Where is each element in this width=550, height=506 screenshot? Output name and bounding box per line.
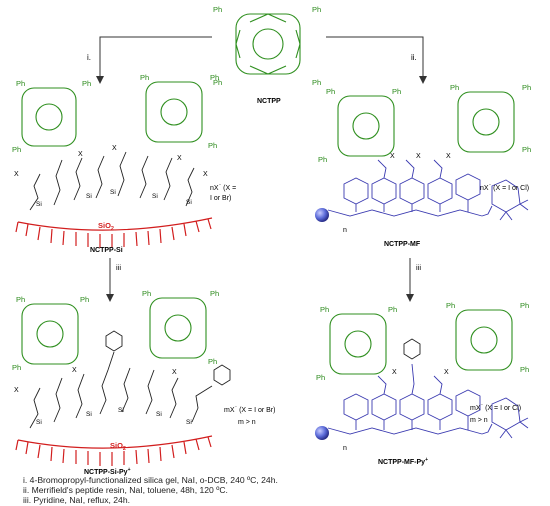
nctpp-mf-py-counterion: mX⁻ (X = I or Cl) [470, 403, 521, 412]
ph-label: Ph [318, 155, 327, 164]
si-label: Si [156, 411, 162, 418]
arrow-step-ii [326, 36, 427, 84]
nctpp-si-counterion-line2: I or Br) [210, 195, 231, 202]
x-label: X [446, 153, 451, 160]
ph-label: Ph [213, 78, 222, 87]
porphyrin-unit: Ph Ph Ph [446, 301, 529, 374]
footnote-step-i: i. 4-Bromopropyl-functionalized silica g… [23, 475, 278, 485]
ph-label: Ph [312, 78, 321, 87]
step-iii-left-label: iii [116, 263, 121, 272]
x-label: X [416, 153, 421, 160]
nctpp-si-counterion: nX⁻ (X = [210, 183, 236, 192]
panel-nctpp-si: Ph Ph Ph Ph Ph Ph X X X X X SiO2 Si Si S… [12, 73, 219, 248]
repeat-index-n: n [343, 227, 347, 234]
ph-label: Ph [520, 365, 529, 374]
porphyrin-nctpp: Ph Ph Ph Ph [213, 5, 321, 87]
x-label: X [177, 155, 182, 162]
x-label: X [14, 387, 19, 394]
arrow-step-i [96, 36, 212, 84]
ph-label: Ph [312, 5, 321, 14]
x-label: X [390, 153, 395, 160]
ph-label: Ph [522, 83, 531, 92]
ph-label: Ph [16, 295, 25, 304]
porphyrin-unit: Ph Ph Ph [12, 295, 89, 372]
x-label: X [14, 171, 19, 178]
panel-nctpp-mf: Ph Ph Ph Ph Ph Ph X X X n [315, 83, 531, 234]
ph-label: Ph [140, 73, 149, 82]
si-label: Si [36, 201, 42, 208]
porphyrin-unit: Ph Ph Ph [142, 289, 219, 366]
ph-label: Ph [450, 83, 459, 92]
nctpp-mf-py-label: NCTPP-MF-Py+ [378, 457, 428, 466]
ph-label: Ph [522, 145, 531, 154]
si-label: Si [86, 411, 92, 418]
resin-bead [315, 208, 329, 222]
x-label: X [444, 369, 449, 376]
ph-label: Ph [326, 87, 335, 96]
ph-label: Ph [208, 357, 217, 366]
si-label: Si [186, 419, 192, 426]
ph-label: Ph [210, 73, 219, 82]
nctpp-mf-label: NCTPP-MF [384, 241, 421, 248]
nctpp-si-label: NCTPP-Si [90, 247, 123, 254]
reaction-arrows [96, 36, 427, 302]
ph-label: Ph [316, 373, 325, 382]
ph-label: Ph [142, 289, 151, 298]
nctpp-label: NCTPP [257, 98, 281, 105]
porphyrin-unit: Ph Ph Ph [450, 83, 531, 154]
ph-label: Ph [12, 145, 21, 154]
x-label: X [203, 171, 208, 178]
ph-label: Ph [210, 289, 219, 298]
ph-label: Ph [520, 301, 529, 310]
porphyrin-unit: Ph Ph Ph [318, 87, 401, 164]
x-label: X [392, 369, 397, 376]
ph-label: Ph [208, 141, 217, 150]
footnote-step-iii: iii. Pyridine, NaI, reflux, 24h. [23, 495, 130, 505]
silica-surface: SiO2 [15, 217, 213, 248]
nctpp-si-py-counterion: mX⁻ (X = I or Br) [224, 405, 275, 414]
ph-label: Ph [80, 295, 89, 304]
step-ii-label: ii. [411, 53, 417, 62]
porphyrin-unit: Ph Ph Ph [12, 79, 91, 154]
step-iii-right-label: iii [416, 263, 421, 272]
x-label: X [72, 367, 77, 374]
x-label: X [112, 145, 117, 152]
nctpp-mf-counterion: nX⁻ (X = I or Cl) [480, 183, 529, 192]
si-label: Si [36, 419, 42, 426]
silica-surface: SiO2 [15, 435, 213, 466]
x-label: X [172, 369, 177, 376]
ph-label: Ph [446, 301, 455, 310]
sio2-label: SiO2 [110, 441, 126, 452]
si-label: Si [186, 199, 192, 206]
porphyrin-unit: Ph Ph Ph [140, 73, 219, 150]
ph-label: Ph [388, 305, 397, 314]
ph-label: Ph [213, 5, 222, 14]
ph-label: Ph [12, 363, 21, 372]
x-label: X [78, 151, 83, 158]
ph-label: Ph [320, 305, 329, 314]
repeat-index-n: n [343, 445, 347, 452]
panel-nctpp-mf-py: Ph Ph Ph Ph Ph Ph X X n [315, 301, 529, 452]
si-label: Si [152, 193, 158, 200]
footnote-step-ii: ii. Merrifield's peptide resin, NaI, tol… [23, 485, 228, 495]
ph-label: Ph [82, 79, 91, 88]
sio2-label: SiO2 [98, 221, 114, 232]
si-label: Si [118, 407, 124, 414]
nctpp-si-py-relation: m > n [238, 419, 256, 426]
nctpp-mf-py-relation: m > n [470, 417, 488, 424]
si-label: Si [110, 189, 116, 196]
step-i-label: i. [87, 53, 91, 62]
si-label: Si [86, 193, 92, 200]
panel-nctpp-si-py: Ph Ph Ph Ph Ph Ph X X X SiO2 Si Si Si Si… [12, 289, 231, 466]
porphyrin-unit: Ph Ph Ph [316, 305, 397, 382]
nctpp-si-py-label: NCTPP-Si-Py+ [84, 467, 131, 476]
resin-bead [315, 426, 329, 440]
ph-label: Ph [16, 79, 25, 88]
ph-label: Ph [392, 87, 401, 96]
